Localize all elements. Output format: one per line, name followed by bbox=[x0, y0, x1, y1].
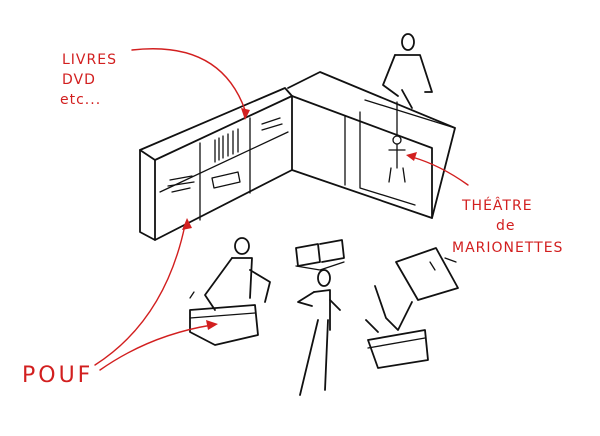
puppet-theatre bbox=[287, 71, 456, 219]
bookshelf bbox=[139, 87, 293, 241]
label-dvd: DVD bbox=[62, 72, 96, 88]
label-marionettes: MARIONETTES bbox=[452, 240, 563, 256]
label-etc: etc... bbox=[60, 92, 101, 108]
annotation-arrows bbox=[94, 48, 469, 371]
pouf-left bbox=[189, 304, 259, 346]
label-livres: LIVRES bbox=[62, 52, 117, 68]
standing-child bbox=[297, 269, 341, 396]
label-de: de bbox=[496, 218, 516, 234]
small-table bbox=[395, 247, 459, 301]
seated-child-left bbox=[189, 237, 271, 311]
label-pouf: POUF bbox=[22, 363, 93, 388]
pouf-right bbox=[367, 329, 429, 369]
label-theatre: THÉÂTRE bbox=[461, 196, 533, 214]
open-book bbox=[295, 239, 345, 271]
seated-child-right bbox=[365, 285, 413, 333]
puppeteer-figure bbox=[382, 33, 433, 109]
